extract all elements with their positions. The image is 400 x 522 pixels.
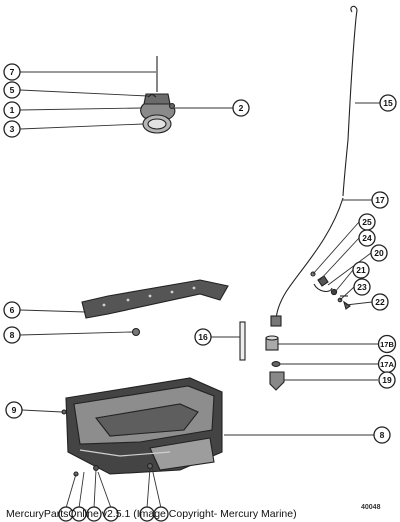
callout-label: 9 <box>12 405 17 415</box>
callout-23: 23 <box>353 278 371 296</box>
callout-label: 1 <box>10 105 15 115</box>
copyright-footer: MercuryPartsOnline v2.5.1 (Image Copyrig… <box>6 508 297 520</box>
callout-9: 9 <box>5 401 23 419</box>
callout-5: 5 <box>3 81 21 99</box>
callout-label: 19 <box>382 375 392 385</box>
callout-label: 21 <box>356 265 366 275</box>
callout-1: 1 <box>3 101 21 119</box>
callout-label: 8 <box>10 330 15 340</box>
callout-label: 22 <box>375 297 385 307</box>
callout-label: 17A <box>380 360 394 369</box>
callout-17B: 17B <box>377 334 397 354</box>
dowel-pin <box>239 321 246 361</box>
callout-17A: 17A <box>377 354 397 374</box>
callout-19: 19 <box>378 371 396 389</box>
callout-20: 20 <box>370 244 388 262</box>
callout-8: 8 <box>373 426 391 444</box>
callout-label: 5 <box>10 85 15 95</box>
oil-pan-gasket <box>81 279 229 319</box>
callout-25: 25 <box>358 213 376 231</box>
callout-label: 3 <box>10 124 15 134</box>
callout-15: 15 <box>379 94 397 112</box>
dipstick-tube <box>270 197 344 327</box>
callout-label: 23 <box>357 282 367 292</box>
callout-21: 21 <box>352 261 370 279</box>
oil-pan <box>65 377 223 475</box>
callout-2: 2 <box>232 99 250 117</box>
nut <box>131 327 141 337</box>
callout-24: 24 <box>358 229 376 247</box>
callout-22: 22 <box>371 293 389 311</box>
tube-lower-fittings <box>265 335 285 391</box>
callout-label: 24 <box>362 233 372 243</box>
callout-label: 17B <box>380 340 394 349</box>
callout-17: 17 <box>371 191 389 209</box>
callout-6: 6 <box>3 301 21 319</box>
callout-label: 25 <box>362 217 372 227</box>
figure-number: 40048 <box>361 504 381 511</box>
callout-4: 7 <box>3 63 21 81</box>
callout-3: 3 <box>3 120 21 138</box>
callout-label: 15 <box>383 98 393 108</box>
callout-7: 8 <box>3 326 21 344</box>
tube-bracket-fittings <box>310 271 351 310</box>
dipstick <box>342 5 358 197</box>
callout-label: 16 <box>198 332 208 342</box>
callout-label: 7 <box>10 67 15 77</box>
oil-pump-assembly <box>140 56 176 134</box>
bottom-callouts <box>58 506 169 522</box>
callout-label: 6 <box>10 305 15 315</box>
callout-label: 8 <box>380 430 385 440</box>
leader-lines <box>19 71 380 509</box>
callout-16: 16 <box>194 328 212 346</box>
callout-label: 17 <box>375 195 385 205</box>
callout-label: 20 <box>374 248 384 258</box>
callout-label: 2 <box>239 103 244 113</box>
